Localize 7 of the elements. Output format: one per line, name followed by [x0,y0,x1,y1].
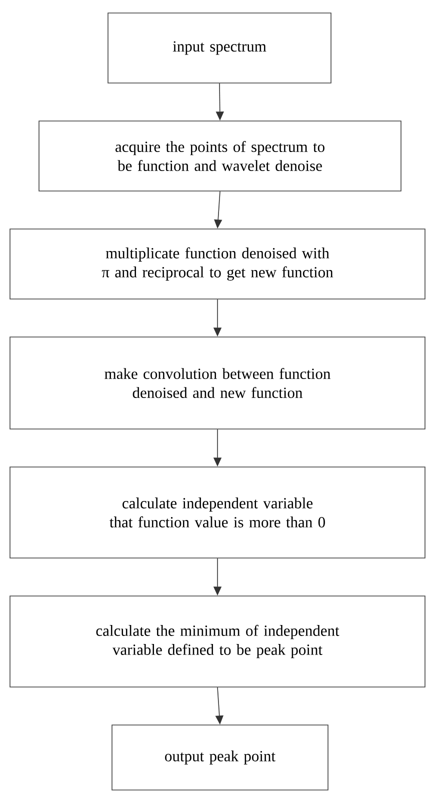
process-box: output peak point [112,724,328,790]
process-box: multiplicate function denoised with π and reciprocal to get new function [10,228,426,300]
process-box: acquire the points of spectrum to be function and wavelet denoise [38,120,402,192]
process-box: make convolution between function denoised and new function [10,336,426,430]
process-box: calculate the minimum of independent variable defined to be peak point [10,596,426,688]
process-box: calculate independent variable that function value is more than 0 [10,466,426,558]
process-box: input spectrum [108,12,332,84]
